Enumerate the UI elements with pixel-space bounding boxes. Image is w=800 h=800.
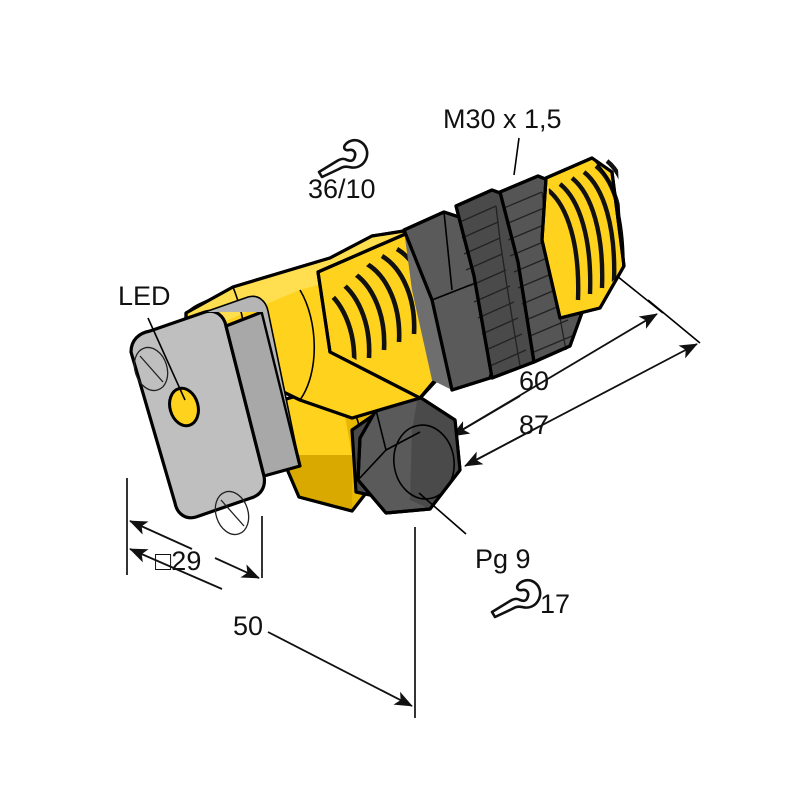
flange-edge-right <box>261 311 301 467</box>
pg9-nut-facet-2 <box>385 431 421 451</box>
dim-line-87-left <box>464 425 541 467</box>
threaded-barrel-far <box>540 156 626 320</box>
dim-line-29-left <box>129 520 193 550</box>
text-labels-group: M30 x 1,5 36/10 LED Pg 9 17 60 87 □29 50 <box>118 104 570 641</box>
dimension-lines-group <box>126 267 701 718</box>
pg9-nut-shade <box>410 396 460 509</box>
sensor-assembly <box>129 156 626 536</box>
sensor-body-edge-top <box>185 286 234 314</box>
screw-hole-icon-lower <box>214 490 250 536</box>
dim-line-29-right <box>214 557 260 579</box>
dim-line-50-right <box>267 631 413 707</box>
label-led: LED <box>118 281 171 311</box>
led-indicator <box>168 386 200 428</box>
sensor-body-transition <box>299 289 316 401</box>
screw-hole-icon-upper <box>133 346 169 392</box>
connector-stub-shade2 <box>281 455 352 511</box>
flange-top-edge <box>205 296 300 466</box>
pg9-nut-bore <box>393 424 455 500</box>
wrench-icon-bottom-glyph <box>490 578 542 619</box>
label-wrench-bottom: 17 <box>540 589 570 619</box>
screw-slot-lower <box>220 499 245 527</box>
leader-led <box>147 317 186 401</box>
pg9-hex-nut <box>350 394 462 515</box>
label-wrench-top: 36/10 <box>308 174 376 204</box>
dim-label-60: 60 <box>519 366 549 396</box>
knurled-ring-2-outline <box>498 174 590 364</box>
leader-pg9 <box>418 492 467 535</box>
hex-nut-facet-line2 <box>443 211 453 291</box>
mounting-hole-lower <box>214 490 250 536</box>
flange-top-edge-line <box>204 295 301 467</box>
dim-label-50: 50 <box>233 611 263 641</box>
leader-lines-group <box>147 137 520 535</box>
dim-line-50-left <box>129 548 223 590</box>
leader-thread-spec <box>513 137 520 176</box>
knurl-texture-1 <box>459 205 527 367</box>
extension-line-overall-end <box>647 299 701 344</box>
hex-nut-left-facet <box>404 230 452 390</box>
barrel-far-cap <box>591 157 625 267</box>
label-thread-spec: M30 x 1,5 <box>443 104 562 134</box>
wrench-icon-bottom <box>490 578 542 619</box>
dim-line-60-left <box>451 395 521 437</box>
label-pg9: Pg 9 <box>475 544 531 574</box>
mounting-hole-upper <box>133 346 169 392</box>
pg9-nut-outline <box>356 394 462 515</box>
wrench-icon-top-glyph <box>317 138 369 179</box>
wrench-icon-top <box>317 138 369 179</box>
hex-nut-facet-line <box>431 281 479 301</box>
dim-label-87: 87 <box>519 410 549 440</box>
mounting-flange <box>129 295 302 536</box>
screw-slot-upper <box>139 355 164 383</box>
dim-label-29: □29 <box>155 546 201 576</box>
